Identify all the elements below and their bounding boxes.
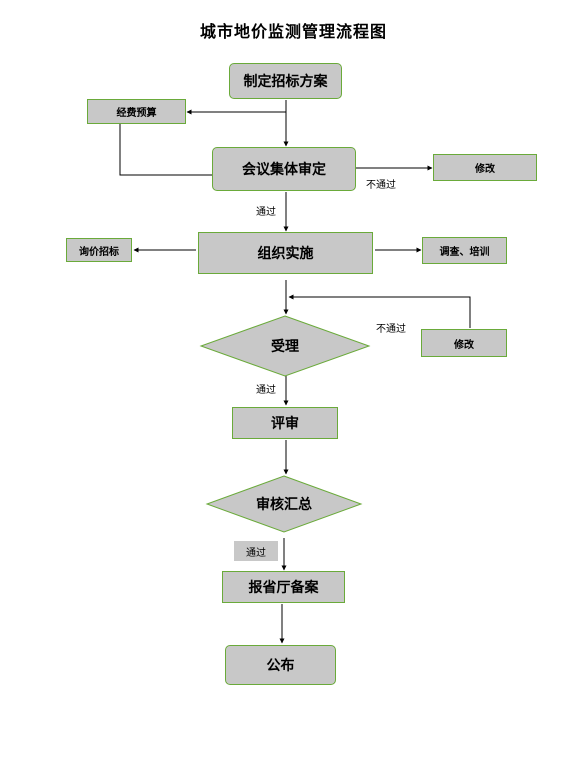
node-inquiry: 询价招标 bbox=[66, 238, 132, 262]
label-pass-1: 通过 bbox=[256, 207, 276, 218]
diagram-title: 城市地价监测管理流程图 bbox=[199, 22, 387, 41]
node-budget: 经费预算 bbox=[87, 99, 186, 124]
label-pass-2: 通过 bbox=[256, 385, 276, 396]
node-filing: 报省厅备案 bbox=[222, 571, 345, 603]
node-meeting: 会议集体审定 bbox=[212, 147, 356, 191]
node-summary: 审核汇总 bbox=[256, 497, 312, 513]
label-fail-2: 不通过 bbox=[376, 324, 406, 335]
node-plan: 制定招标方案 bbox=[229, 63, 342, 99]
node-survey: 调查、培训 bbox=[422, 237, 507, 264]
node-publish: 公布 bbox=[225, 645, 336, 685]
node-modify-2: 修改 bbox=[421, 329, 507, 357]
node-modify-1: 修改 bbox=[433, 154, 537, 181]
label-fail-1: 不通过 bbox=[366, 180, 396, 191]
node-organize: 组织实施 bbox=[198, 232, 373, 274]
summary-diamond bbox=[205, 475, 363, 533]
accept-diamond bbox=[199, 315, 371, 377]
node-review: 评审 bbox=[232, 407, 338, 439]
line-budget-meeting bbox=[119, 124, 212, 176]
node-accept: 受理 bbox=[271, 339, 299, 355]
label-pass-3: 通过 bbox=[234, 541, 278, 561]
arrow-modify-accept bbox=[288, 294, 471, 328]
